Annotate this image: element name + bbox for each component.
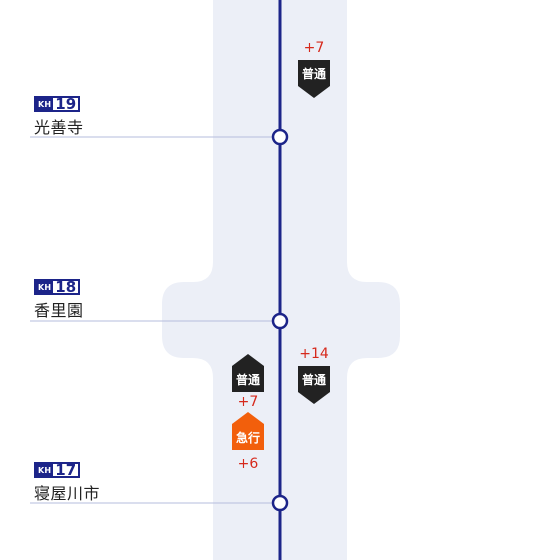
station-code-badge: KH 18 [34, 278, 81, 296]
train-type-label: 急行 [236, 430, 260, 445]
station-number: 19 [55, 95, 77, 113]
station-label-kh17[interactable]: KH 17 寝屋川市 [34, 460, 100, 504]
line-prefix: KH [36, 281, 54, 293]
station-number: 18 [55, 278, 77, 296]
train-type-label: 普通 [302, 372, 326, 387]
station-marker-kh17[interactable] [271, 494, 289, 512]
station-name: 香里園 [34, 301, 84, 320]
train-minutes-label: +7 [237, 394, 259, 410]
train-marker-local-down-2[interactable]: 普通 [298, 366, 330, 404]
train-type-label: 普通 [236, 372, 260, 387]
station-marker-kh19[interactable] [271, 128, 289, 146]
station-label-kh18[interactable]: KH 18 香里園 [34, 277, 84, 321]
train-minutes-label: +7 [303, 40, 325, 56]
train-marker-local-down[interactable]: 普通 [298, 60, 330, 98]
train-type-label: 普通 [302, 66, 326, 81]
station-code-badge: KH 17 [34, 461, 81, 479]
line-prefix: KH [36, 464, 54, 476]
train-minutes-label: +6 [237, 456, 259, 472]
line-prefix: KH [36, 98, 54, 110]
station-label-kh19[interactable]: KH 19 光善寺 [34, 94, 84, 138]
train-minutes-label: +14 [299, 346, 329, 362]
station-marker-kh18[interactable] [271, 312, 289, 330]
station-number: 17 [55, 461, 77, 479]
station-name: 光善寺 [34, 118, 84, 137]
train-marker-local-up[interactable]: 普通 [232, 354, 264, 392]
station-code-badge: KH 19 [34, 95, 81, 113]
station-name: 寝屋川市 [34, 484, 101, 503]
train-marker-express-up[interactable]: 急行 [232, 412, 264, 450]
